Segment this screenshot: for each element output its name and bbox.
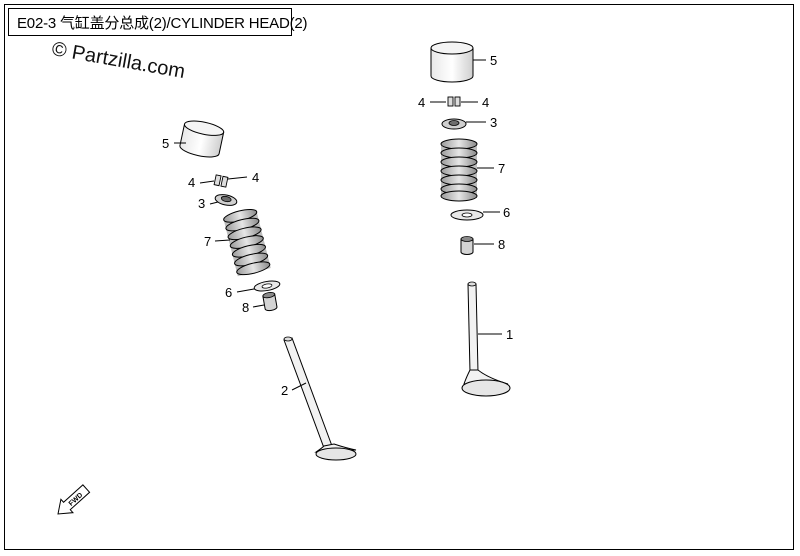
callout-right-seat: 6: [503, 205, 510, 220]
left-valve-spring: [223, 208, 271, 277]
right-cotters: [447, 96, 461, 107]
left-cotters: [213, 174, 229, 188]
callout-right-cotter-a: 4: [418, 95, 425, 110]
callout-right-spring: 7: [498, 161, 505, 176]
callout-right-valve: 1: [506, 327, 513, 342]
callout-right-seal: 8: [498, 237, 505, 252]
right-retainer: [441, 118, 467, 130]
right-valve-spring: [440, 138, 478, 202]
callout-left-tappet: 5: [162, 136, 169, 151]
callout-left-spring: 7: [204, 234, 211, 249]
diagram-frame: [4, 4, 794, 550]
callout-left-cotter-b: 4: [252, 170, 259, 185]
callout-left-seat: 6: [225, 285, 232, 300]
right-spring-seat: [450, 209, 484, 221]
right-leader-lines: [430, 59, 502, 335]
left-leader-lines: [174, 142, 307, 391]
right-tappet: [430, 41, 474, 83]
right-valve-assembly: 5 4 4 3 7 6 8 1: [418, 41, 513, 397]
left-spring-seat: [253, 280, 281, 292]
title-box: E02-3 气缸盖分总成(2)/CYLINDER HEAD(2): [8, 8, 308, 36]
callout-right-cotter-b: 4: [482, 95, 489, 110]
left-valve: [283, 336, 357, 461]
callout-right-tappet: 5: [490, 53, 497, 68]
callout-left-valve: 2: [281, 383, 288, 398]
right-valve: [461, 281, 511, 397]
callout-left-seal: 8: [242, 300, 249, 315]
left-retainer: [214, 194, 238, 206]
callout-left-retainer: 3: [198, 196, 205, 211]
left-stem-seal: [262, 292, 278, 312]
callout-left-cotter-a: 4: [188, 175, 195, 190]
fwd-direction-arrow: FWD: [57, 484, 91, 515]
diagram-title: E02-3 气缸盖分总成(2)/CYLINDER HEAD(2): [17, 14, 308, 32]
right-stem-seal: [460, 236, 474, 255]
left-tappet: [179, 120, 225, 158]
left-valve-assembly: 5 4 4 3 7 6 8 2: [162, 120, 357, 461]
callout-right-retainer: 3: [490, 115, 497, 130]
